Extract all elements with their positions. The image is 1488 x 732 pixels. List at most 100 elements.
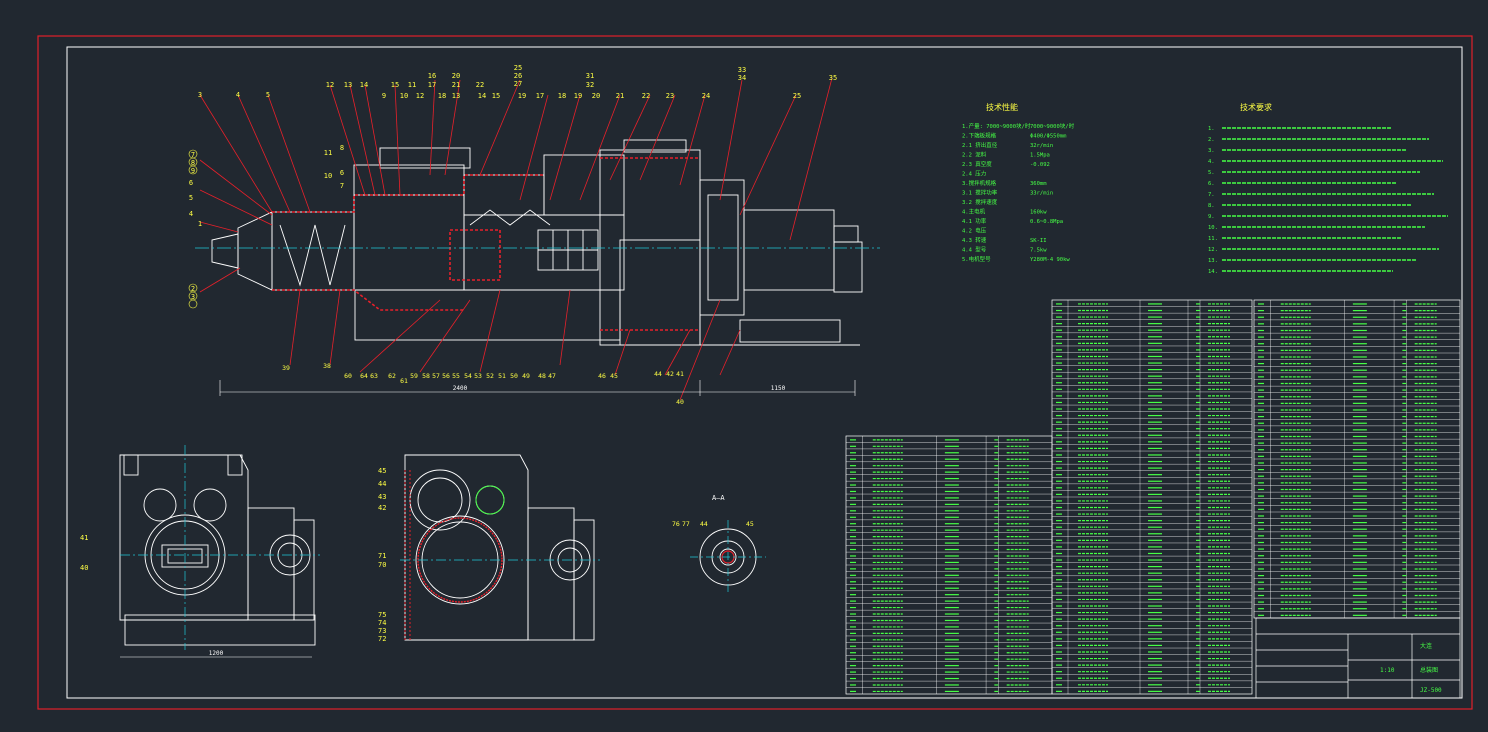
svg-text:74: 74 bbox=[378, 619, 386, 627]
balloon: 15 bbox=[492, 92, 500, 100]
balloon: 49 bbox=[522, 372, 530, 380]
left-balloon-column: 7 8 9 6 5 4 1 2 3 bbox=[188, 149, 202, 309]
svg-text:44: 44 bbox=[700, 520, 708, 528]
end-view-left[interactable] bbox=[119, 454, 316, 646]
balloon: 20 bbox=[452, 72, 460, 80]
tech-req-number: 6. bbox=[1208, 181, 1215, 187]
tech-spec-line: 2.2 泥料 bbox=[962, 151, 987, 159]
balloon: 33 bbox=[738, 66, 746, 74]
dimension-overall: 2400 bbox=[453, 385, 468, 392]
balloon: 53 bbox=[474, 372, 482, 380]
balloon: 10 bbox=[400, 92, 408, 100]
section-green-detail bbox=[475, 485, 505, 515]
svg-text:70: 70 bbox=[378, 561, 386, 569]
balloon: 12 bbox=[326, 81, 334, 89]
svg-text:71: 71 bbox=[378, 552, 386, 560]
balloon: 17 bbox=[428, 81, 436, 89]
balloon: 18 bbox=[558, 92, 566, 100]
balloon: 25 bbox=[514, 64, 522, 72]
leader-lines bbox=[199, 77, 833, 401]
section-balloons: 45 44 43 42 71 70 75 74 73 72 bbox=[378, 467, 386, 643]
title-drawing-number: JZ-500 bbox=[1420, 687, 1442, 694]
svg-text:43: 43 bbox=[378, 493, 386, 501]
tech-req-number: 2. bbox=[1208, 137, 1215, 143]
balloon: 25 bbox=[793, 92, 801, 100]
bom-table-middle[interactable] bbox=[1051, 299, 1253, 695]
main-elevation-view[interactable] bbox=[211, 139, 863, 346]
tech-req-number: 1. bbox=[1208, 126, 1215, 132]
balloon: 45 bbox=[610, 372, 618, 380]
balloon: 1 bbox=[198, 220, 202, 228]
balloon: 8 bbox=[340, 144, 344, 152]
tech-spec-value: -0.092 bbox=[1030, 162, 1050, 168]
svg-text:40: 40 bbox=[80, 564, 88, 572]
bom-table-left[interactable] bbox=[845, 435, 1053, 695]
view-label-aa: A—A bbox=[712, 494, 725, 502]
tech-spec-line: 2.1 挤出直径 bbox=[962, 141, 998, 149]
balloon: 39 bbox=[282, 364, 290, 372]
svg-text:41: 41 bbox=[80, 534, 88, 542]
bottom-balloon-row: 39 38 60 64 63 62 61 59 58 57 56 55 54 5… bbox=[282, 362, 684, 406]
balloon: 20 bbox=[592, 92, 600, 100]
svg-text:72: 72 bbox=[378, 635, 386, 643]
balloon: 6 bbox=[189, 179, 193, 187]
tech-spec-line: 3.2 搅拌速度 bbox=[962, 198, 998, 206]
dimension-lines: 2400 1150 1200 bbox=[120, 380, 856, 658]
bom-table-right[interactable] bbox=[1253, 299, 1461, 619]
balloon: 4 bbox=[189, 210, 193, 218]
balloon: 63 bbox=[370, 372, 378, 380]
balloon: 60 bbox=[344, 372, 352, 380]
tech-req-number: 12. bbox=[1208, 247, 1218, 253]
balloon: 5 bbox=[266, 91, 270, 99]
balloon: 56 bbox=[442, 372, 450, 380]
balloon: 54 bbox=[464, 372, 472, 380]
aa-balloons: 76 77 44 45 bbox=[672, 520, 754, 528]
balloon: 9 bbox=[191, 167, 195, 175]
tech-spec-line: 3.1 搅拌功率 bbox=[962, 189, 998, 197]
svg-text:45: 45 bbox=[378, 467, 386, 475]
tech-spec-line: 4.主电机 bbox=[962, 208, 986, 216]
balloon: 40 bbox=[676, 398, 684, 406]
balloon: 61 bbox=[400, 377, 408, 385]
tech-spec-value: 160kw bbox=[1030, 210, 1047, 216]
svg-text:76: 76 bbox=[672, 520, 680, 528]
balloon: 9 bbox=[382, 92, 386, 100]
section-red-hatch bbox=[404, 470, 411, 640]
title-drawing-name: 总装图 bbox=[1420, 666, 1438, 674]
balloon: 14 bbox=[478, 92, 486, 100]
balloon: 59 bbox=[410, 372, 418, 380]
mid-balloon-group: 11 8 10 6 7 bbox=[324, 144, 344, 190]
tech-spec-value: 1.5Mpa bbox=[1030, 153, 1050, 159]
tech-spec-value: 0.6~0.8Mpa bbox=[1030, 219, 1063, 225]
tech-spec-line: 4.4 型号 bbox=[962, 246, 987, 254]
balloon: 13 bbox=[344, 81, 352, 89]
tech-spec-line: 5.电机型号 bbox=[962, 255, 991, 263]
balloon: 11 bbox=[324, 149, 332, 157]
svg-text:77: 77 bbox=[682, 520, 690, 528]
tech-spec-value: 360mm bbox=[1030, 181, 1047, 187]
svg-text:44: 44 bbox=[378, 480, 386, 488]
tech-req-number: 13. bbox=[1208, 258, 1218, 264]
balloon: 64 bbox=[360, 372, 368, 380]
balloon: 16 bbox=[428, 72, 436, 80]
title-block[interactable] bbox=[1255, 617, 1461, 699]
balloon: 22 bbox=[476, 81, 484, 89]
tech-req-number: 10. bbox=[1208, 225, 1218, 231]
top-balloon-row: 3 4 5 12 13 14 9 15 10 16 12 17 18 11 13… bbox=[198, 64, 837, 100]
balloon: 19 bbox=[574, 92, 582, 100]
tech-spec-value: Φ400/Φ550mm bbox=[1030, 134, 1067, 140]
tech-spec-title: 技术性能 bbox=[986, 102, 1018, 112]
balloon: 42 bbox=[666, 370, 674, 378]
balloon: 12 bbox=[416, 92, 424, 100]
title-scale: 1:10 bbox=[1380, 667, 1395, 674]
inner-border bbox=[66, 46, 1463, 699]
balloon: 13 bbox=[452, 92, 460, 100]
balloon: 24 bbox=[702, 92, 710, 100]
tech-req-number: 3. bbox=[1208, 148, 1215, 154]
balloon: 32 bbox=[586, 81, 594, 89]
balloon: 18 bbox=[438, 92, 446, 100]
balloon: 35 bbox=[829, 74, 837, 82]
balloon: 48 bbox=[538, 372, 546, 380]
tech-req-number: 11. bbox=[1208, 236, 1218, 242]
